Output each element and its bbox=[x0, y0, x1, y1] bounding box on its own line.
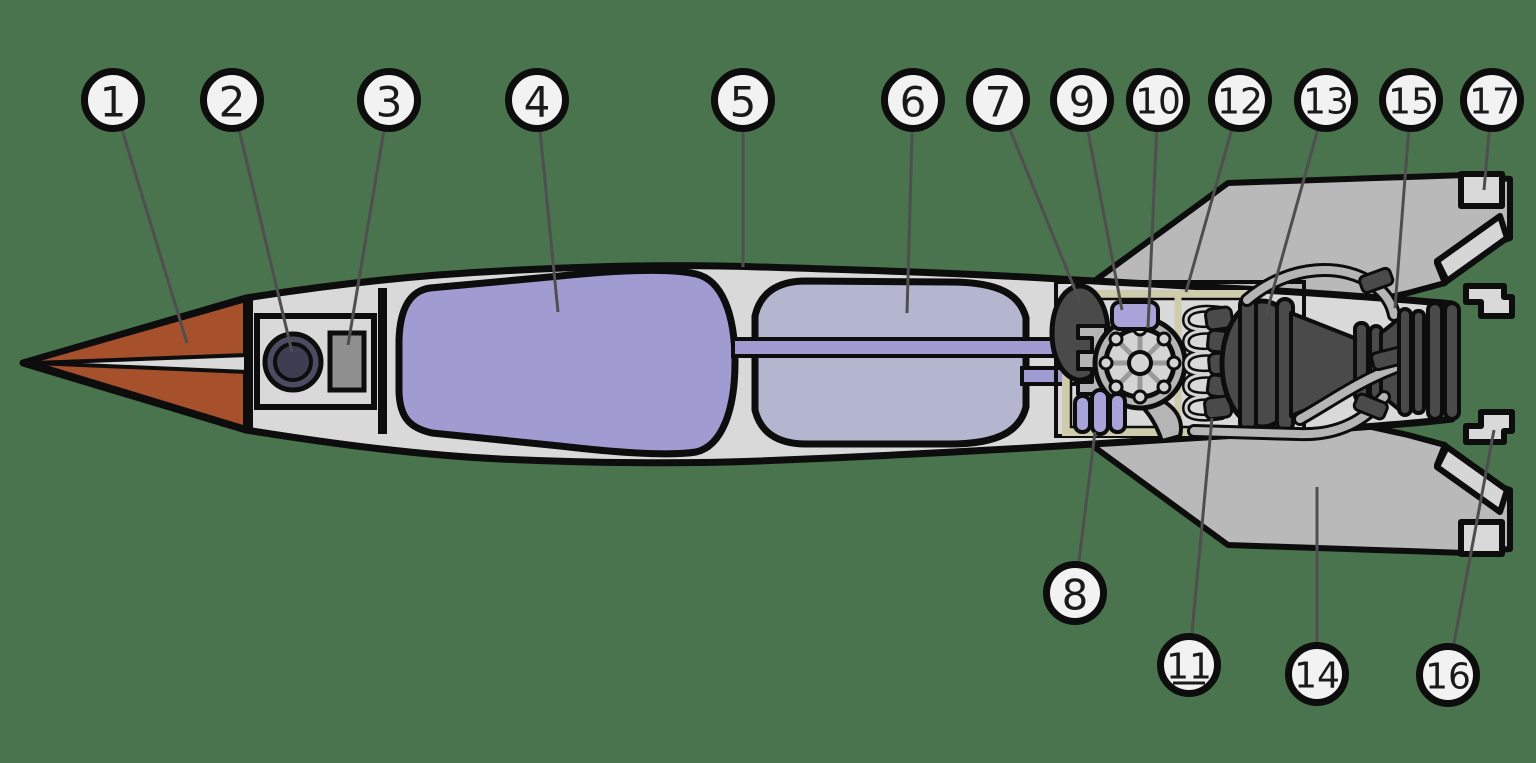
lower-fin-rudder-surface bbox=[1434, 444, 1510, 515]
callouts: 1 2 3 4 5 6 7 8 bbox=[81, 68, 1524, 707]
callout-12: 12 bbox=[1208, 68, 1272, 132]
leader-7 bbox=[996, 99, 1082, 303]
upper-fin-rudder-surface bbox=[1434, 213, 1510, 284]
peroxide-tank bbox=[1110, 300, 1160, 331]
callout-label: 6 bbox=[900, 78, 927, 127]
callout-3: 3 bbox=[357, 68, 421, 132]
leader-12 bbox=[1184, 99, 1242, 293]
callout-13: 13 bbox=[1294, 68, 1358, 132]
callout-label: 5 bbox=[730, 78, 757, 127]
callout-label: 4 bbox=[524, 78, 551, 127]
callout-label: 14 bbox=[1294, 656, 1340, 697]
callout-5: 5 bbox=[711, 68, 775, 132]
pressure-bottle bbox=[1108, 392, 1127, 434]
leader-11 bbox=[1187, 417, 1214, 666]
callout-9: 9 bbox=[1050, 68, 1114, 132]
callout-11: 11 bbox=[1157, 633, 1221, 697]
leader-4 bbox=[535, 99, 560, 313]
pipe-fittings bbox=[1352, 266, 1407, 421]
callout-15: 15 bbox=[1379, 68, 1443, 132]
instrument-bay-frame bbox=[254, 313, 377, 410]
callout-14: 14 bbox=[1285, 642, 1349, 706]
callout-10: 10 bbox=[1126, 68, 1190, 132]
nozzle-exit-ring bbox=[1426, 301, 1444, 421]
leader-15 bbox=[1393, 99, 1413, 309]
callout-7: 7 bbox=[966, 68, 1030, 132]
callout-label: 17 bbox=[1469, 82, 1515, 123]
callout-label: 7 bbox=[985, 78, 1012, 127]
callout-17: 17 bbox=[1460, 68, 1524, 132]
callout-6: 6 bbox=[881, 68, 945, 132]
callout-label: 8 bbox=[1062, 571, 1089, 620]
callout-label: 1 bbox=[100, 78, 127, 127]
callout-label: 16 bbox=[1425, 657, 1471, 698]
nozzle-exit-ring bbox=[1397, 307, 1413, 417]
nozzle-exit-ring bbox=[1443, 301, 1461, 421]
leader-2 bbox=[230, 99, 294, 353]
chamber-flange bbox=[1238, 295, 1258, 433]
callout-label: 15 bbox=[1388, 82, 1434, 123]
aft-propellant-tank bbox=[751, 277, 1030, 448]
turbopump-wheel bbox=[1098, 321, 1182, 405]
leader-1 bbox=[111, 99, 189, 344]
leader-9 bbox=[1080, 99, 1124, 311]
callout-4: 4 bbox=[505, 68, 569, 132]
callout-label: 11 bbox=[1166, 647, 1212, 688]
pressure-bottle bbox=[1073, 394, 1092, 434]
upper-fin-rudder-notch bbox=[1458, 171, 1505, 209]
nose-section bbox=[23, 288, 387, 434]
callout-2: 2 bbox=[200, 68, 264, 132]
callout-label: 10 bbox=[1135, 82, 1181, 123]
nozzle-exit-ring bbox=[1411, 309, 1426, 415]
forward-propellant-tank bbox=[395, 266, 739, 458]
pressure-bottle bbox=[1090, 388, 1110, 436]
forward-bulkhead bbox=[244, 297, 253, 430]
callout-label: 9 bbox=[1069, 78, 1096, 127]
pressure-bottles bbox=[1073, 300, 1160, 436]
upper-jet-vane bbox=[1463, 283, 1515, 319]
callout-label: 13 bbox=[1303, 82, 1349, 123]
main-feed-pipe bbox=[731, 337, 1085, 358]
callout-label: 3 bbox=[376, 78, 403, 127]
leader-3 bbox=[346, 99, 391, 346]
leader-13 bbox=[1264, 99, 1328, 316]
gyroscope-inner-ring bbox=[273, 342, 313, 382]
leader-lines bbox=[111, 99, 1496, 676]
lower-fin-rudder-notch bbox=[1458, 519, 1505, 557]
leader-16 bbox=[1446, 429, 1496, 676]
equipment-box bbox=[327, 330, 367, 393]
callout-16: 16 bbox=[1416, 643, 1480, 707]
callout-8: 8 bbox=[1043, 561, 1107, 625]
aft-bay-bulkhead bbox=[378, 288, 387, 434]
lower-jet-vane bbox=[1463, 409, 1515, 445]
pump-wheel-hub bbox=[1127, 350, 1153, 376]
engine-dark-parts bbox=[1182, 263, 1461, 442]
callout-1: 1 bbox=[81, 68, 145, 132]
callout-label: 12 bbox=[1217, 82, 1263, 123]
callout-label: 2 bbox=[219, 78, 246, 127]
leader-6 bbox=[905, 99, 915, 314]
injector-coils bbox=[1182, 304, 1226, 422]
leader-10 bbox=[1146, 99, 1160, 329]
